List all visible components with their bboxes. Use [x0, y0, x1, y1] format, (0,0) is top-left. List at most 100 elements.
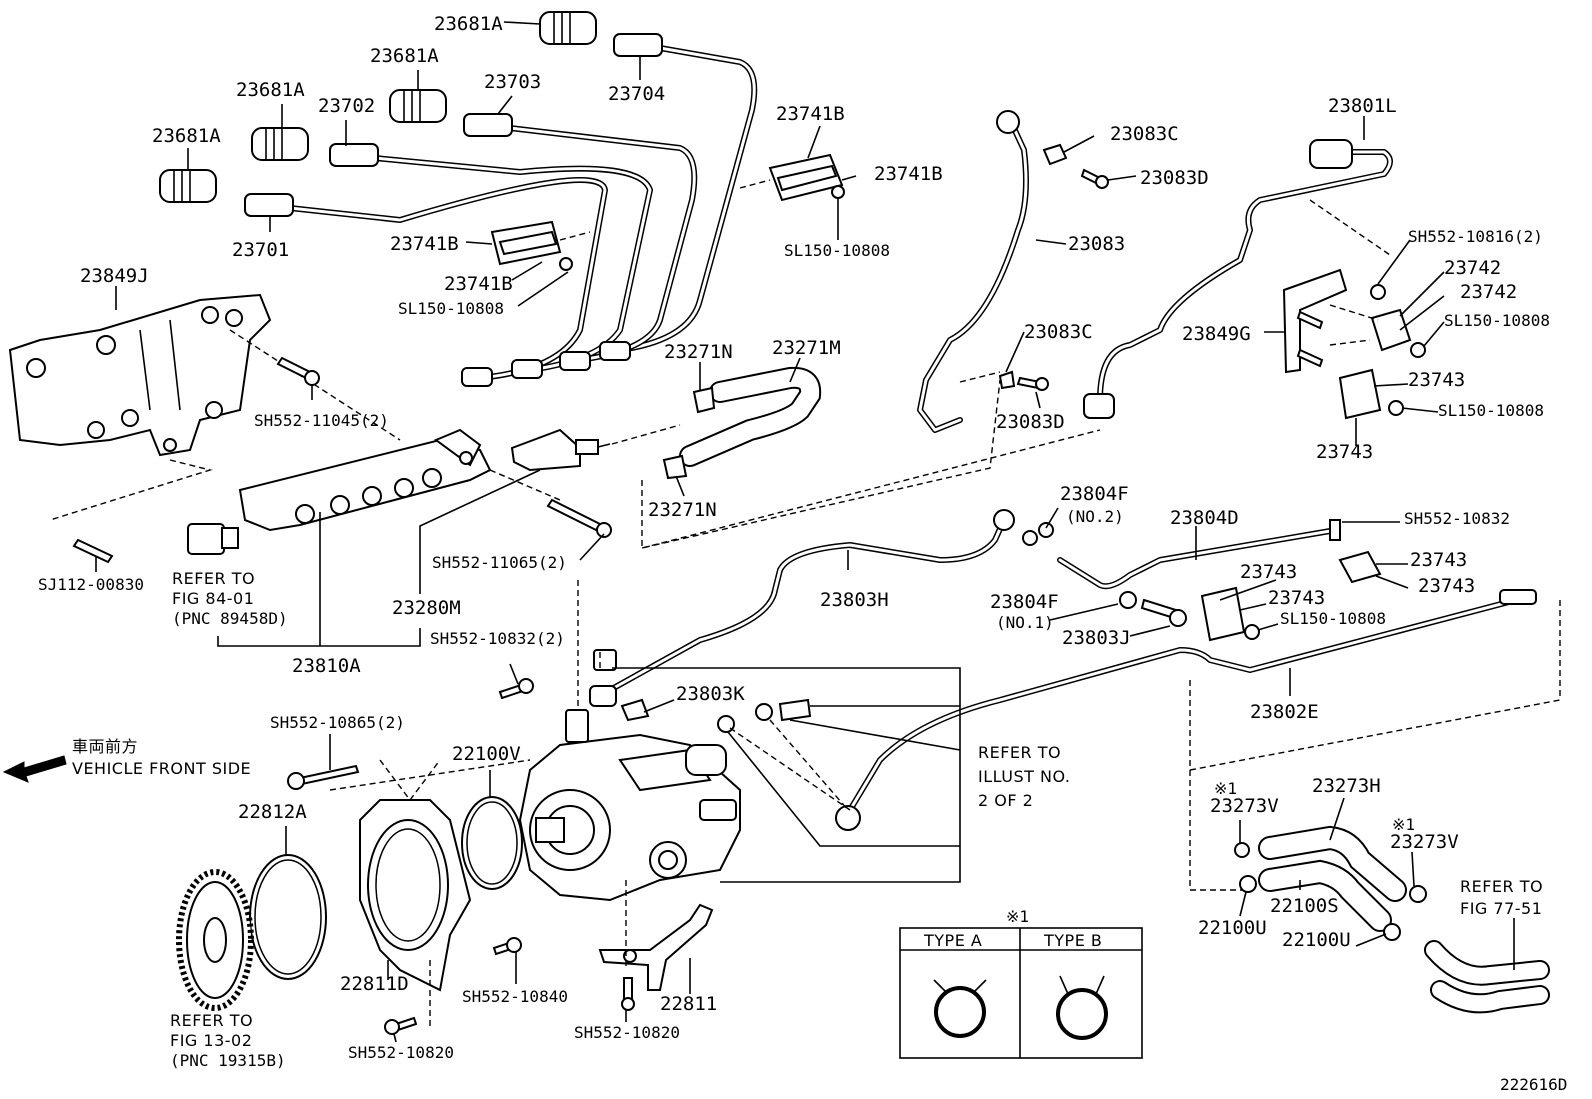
ref-fig-77-51-line2: FIG 77-51 — [1460, 899, 1542, 918]
label-23743-5: 23743 — [1240, 561, 1297, 583]
label-23704: 23704 — [608, 83, 665, 105]
grommet-parts — [159, 11, 597, 203]
reference-notes: REFER TO FIG 84-01 (PNC 89458D) REFER TO… — [72, 569, 1543, 1070]
label-23083: 23083 — [1068, 233, 1125, 255]
label-23083D-2: 23083D — [996, 411, 1065, 433]
label-SL150-10808-5: SL150-10808 — [1280, 609, 1386, 628]
pipe-nut-23703 — [463, 113, 513, 137]
vehicle-front-arrow — [2, 755, 67, 783]
label-22811D: 22811D — [340, 973, 409, 995]
label-23083D-1: 23083D — [1140, 167, 1209, 189]
label-23271N-2: 23271N — [648, 499, 717, 521]
label-23849J: 23849J — [80, 265, 149, 287]
hose-23271M — [662, 366, 822, 480]
common-rail-23810A — [238, 428, 492, 532]
o-ring-22100V — [461, 796, 523, 890]
fuel-pipes-lower — [607, 509, 1537, 831]
bracket-23849J — [8, 293, 272, 457]
label-23271N-1: 23271N — [664, 341, 733, 363]
label-23743-3: 23743 — [1410, 549, 1467, 571]
label-23803H: 23803H — [820, 589, 889, 611]
label-23741B-3: 23741B — [390, 233, 459, 255]
label-23273V-2: 23273V — [1390, 831, 1459, 853]
ref-fig-13-02-line2: FIG 13-02 — [170, 1031, 252, 1050]
legend-type-a: TYPE A — [923, 931, 982, 950]
label-SL150-10808-4: SL150-10808 — [1438, 401, 1544, 420]
label-mark1-b: ※1 — [1392, 815, 1415, 834]
label-23804F-2: 23804F — [1060, 483, 1129, 505]
label-23681A-3: 23681A — [236, 79, 305, 101]
label-no1: (NO.1) — [996, 613, 1054, 632]
label-SH552-10865: SH552-10865(2) — [270, 713, 405, 732]
label-SL150-10808-2: SL150-10808 — [398, 299, 504, 318]
return-pipe-23083 — [917, 110, 1109, 433]
o-ring-22812A — [249, 854, 327, 980]
label-23810A: 23810A — [292, 655, 361, 677]
label-23803J: 23803J — [1062, 627, 1131, 649]
label-SH552-10820-2: SH552-10820 — [348, 1043, 454, 1062]
timing-gear — [176, 869, 254, 1011]
label-23681A-4: 23681A — [152, 125, 221, 147]
label-SL150-10808-3: SL150-10808 — [1444, 311, 1550, 330]
label-23271M: 23271M — [772, 337, 841, 359]
legend-mark: ※1 — [1006, 907, 1029, 926]
label-SH552-10840: SH552-10840 — [462, 987, 568, 1006]
label-SH552-10820-1: SH552-10820 — [574, 1023, 680, 1042]
label-23743-1: 23743 — [1408, 369, 1465, 391]
label-23273H: 23273H — [1312, 775, 1381, 797]
label-SJ112-00830: SJ112-00830 — [38, 575, 144, 594]
label-SH552-10816: SH552-10816(2) — [1408, 227, 1543, 246]
ref-illust-line1: REFER TO — [978, 743, 1061, 762]
label-23743-4: 23743 — [1418, 575, 1475, 597]
label-23681A-1: 23681A — [434, 13, 503, 35]
ref-illust-line2: ILLUST NO. — [978, 767, 1070, 786]
label-23742-1: 23742 — [1444, 257, 1501, 279]
vehicle-front-label-en: VEHICLE FRONT SIDE — [72, 759, 251, 778]
label-no2: (NO.2) — [1066, 507, 1124, 526]
label-22811: 22811 — [660, 993, 717, 1015]
label-23702: 23702 — [318, 95, 375, 117]
clip-type-legend — [899, 927, 1143, 1059]
bracket-22811 — [598, 903, 714, 991]
leader-lines — [95, 21, 1515, 1043]
label-22100U-1: 22100U — [1198, 917, 1267, 939]
label-22812A: 22812A — [238, 801, 307, 823]
label-SL150-10808-1: SL150-10808 — [784, 241, 890, 260]
label-SH552-10832-2: SH552-10832(2) — [430, 629, 565, 648]
label-22100S: 22100S — [1270, 895, 1339, 917]
label-23703: 23703 — [484, 71, 541, 93]
label-23273V-1: 23273V — [1210, 795, 1279, 817]
pipe-23801L — [1083, 139, 1393, 419]
ref-illust-line3: 2 OF 2 — [978, 791, 1033, 810]
rail-pressure-sensor — [187, 523, 239, 555]
label-23801L: 23801L — [1328, 95, 1397, 117]
label-SH552-11045: SH552-11045(2) — [254, 411, 389, 430]
pressure-limiter-23280M — [510, 428, 611, 472]
label-23742-2: 23742 — [1460, 281, 1517, 303]
label-23803K: 23803K — [676, 683, 745, 705]
diagram-id: 222616D — [1500, 1075, 1567, 1094]
injection-pipes — [244, 33, 758, 387]
supply-pump-assembly — [498, 649, 812, 902]
bracket-23849G — [1282, 268, 1426, 420]
legend-type-b: TYPE B — [1043, 931, 1102, 950]
label-23741B-1: 23741B — [776, 103, 845, 125]
label-SH552-11065: SH552-11065(2) — [432, 553, 567, 572]
label-23681A-2: 23681A — [370, 45, 439, 67]
label-23741B-4: 23741B — [444, 273, 513, 295]
ref-fig-13-02-line3: (PNC 19315B) — [170, 1051, 286, 1070]
label-22100V: 22100V — [452, 743, 521, 765]
clamp-parts — [490, 153, 845, 271]
label-23804D: 23804D — [1170, 507, 1239, 529]
ref-fig-84-01-line2: FIG 84-01 — [172, 589, 254, 608]
label-23743-2: 23743 — [1316, 441, 1373, 463]
label-23280M: 23280M — [392, 597, 461, 619]
label-23743-6: 23743 — [1268, 587, 1325, 609]
pipe-nut-23702 — [329, 143, 379, 167]
ref-fig-84-01-line3: (PNC 89458D) — [172, 609, 288, 628]
stud-SJ112 — [72, 538, 114, 564]
label-23083C-2: 23083C — [1024, 321, 1093, 343]
label-23849G: 23849G — [1182, 323, 1251, 345]
label-22100U-2: 22100U — [1282, 929, 1351, 951]
